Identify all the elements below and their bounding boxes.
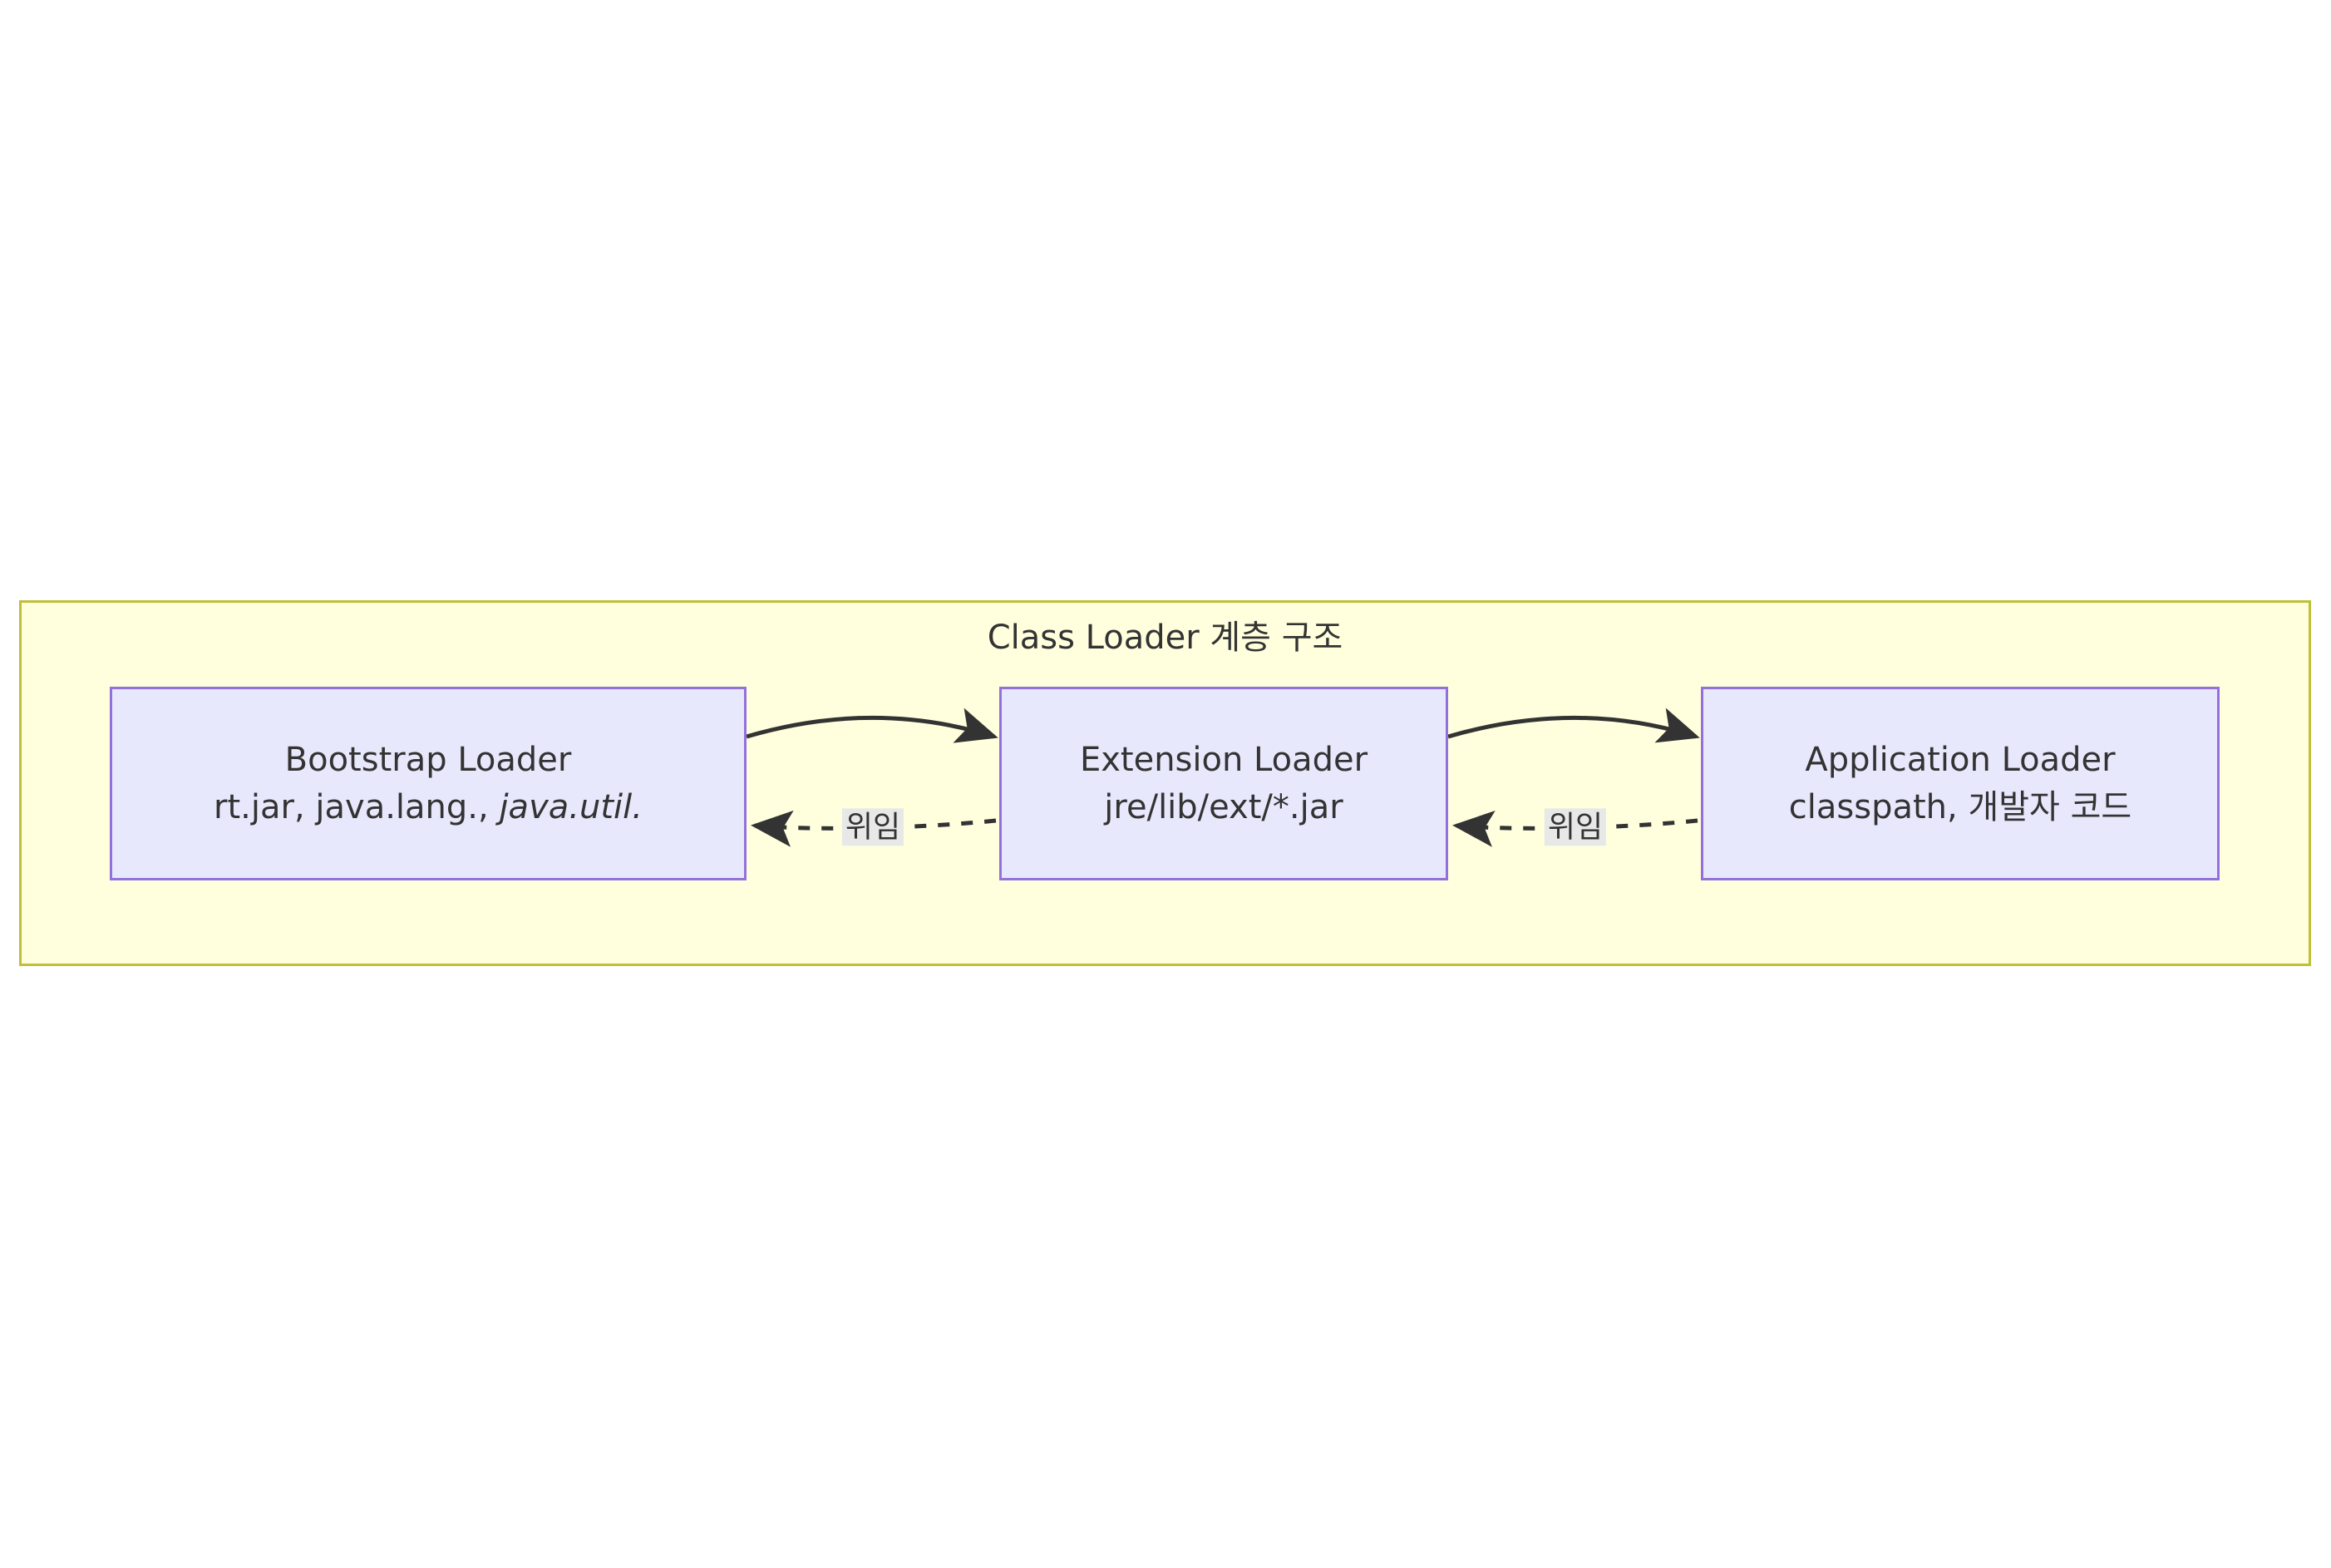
node-extension-loader[interactable]: Extension Loader jre/lib/ext/*.jar (999, 687, 1448, 880)
node-bootstrap-loader-detail-plain: rt.jar, java.lang., (214, 787, 500, 826)
node-bootstrap-loader-title: Bootstrap Loader (284, 740, 572, 779)
node-application-loader[interactable]: Application Loader classpath, 개발자 코드 (1701, 687, 2220, 880)
node-application-loader-detail: classpath, 개발자 코드 (1789, 784, 2131, 831)
subgraph-title: Class Loader 계층 구조 (987, 619, 1343, 657)
edge-label-delegate-extension-to-bootstrap: 위임 (841, 808, 904, 846)
node-application-loader-detail-plain: classpath, 개발자 코드 (1788, 787, 2132, 826)
node-application-loader-title: Application Loader (1805, 740, 2116, 779)
node-bootstrap-loader-detail-emphasis: java.util. (499, 787, 643, 826)
node-extension-loader-title: Extension Loader (1079, 740, 1368, 779)
node-bootstrap-loader[interactable]: Bootstrap Loader rt.jar, java.lang., jav… (110, 687, 747, 880)
node-extension-loader-detail: jre/lib/ext/*.jar (1104, 784, 1343, 831)
node-bootstrap-loader-detail: rt.jar, java.lang., java.util. (214, 784, 643, 831)
node-extension-loader-detail-plain: jre/lib/ext/*.jar (1104, 787, 1343, 826)
edge-label-delegate-application-to-extension: 위임 (1544, 808, 1607, 846)
